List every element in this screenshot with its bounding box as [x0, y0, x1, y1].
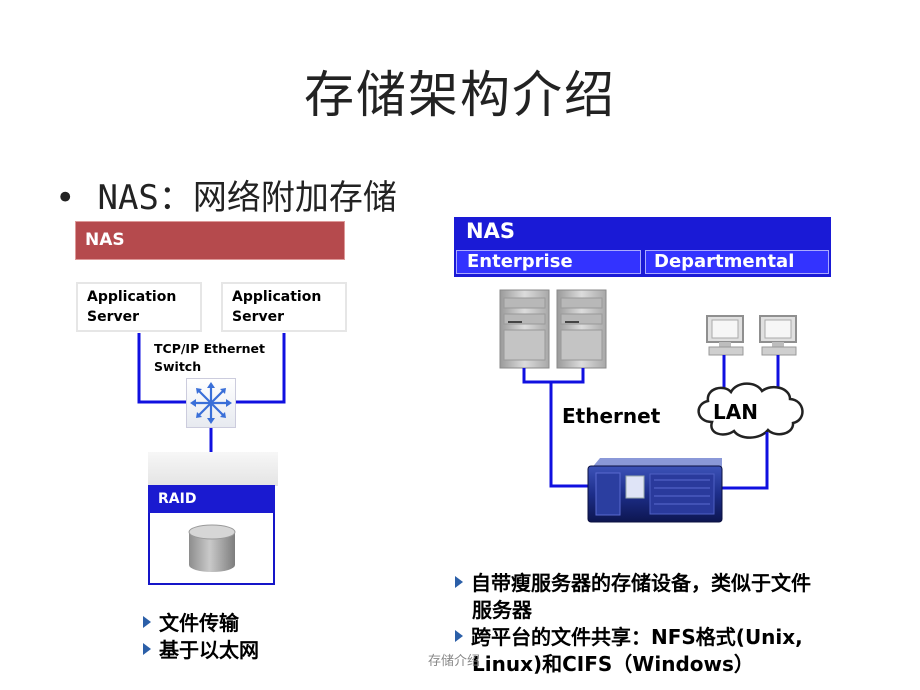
switch-label: TCP/IP Ethernet Switch	[154, 340, 265, 376]
link-server1-switch	[137, 333, 186, 404]
link-lan-nas	[722, 432, 769, 490]
app-server-box-1: Application Server	[76, 282, 202, 332]
footer-text: 存储介绍	[428, 654, 481, 669]
database-disk-icon	[188, 524, 236, 572]
left-bullet-2: 基于以太网	[143, 637, 259, 664]
switch-icon	[186, 378, 236, 428]
lan-cloud-icon	[697, 382, 804, 439]
switch-label-line2: Switch	[154, 359, 202, 374]
right-bullet-1-line2: 服务器	[472, 598, 532, 622]
arrow-bullet-icon	[143, 643, 151, 655]
main-bullet: • NAS：网络附加存储	[55, 170, 397, 219]
tab-departmental: Departmental	[645, 250, 829, 274]
app-server-1-line1: Application	[87, 289, 177, 305]
link-server1-bus	[522, 368, 585, 384]
app-server-2-line2: Server	[232, 309, 285, 325]
right-bullet-2-line1: 跨平台的文件共享：NFS格式(Unix,	[471, 625, 803, 649]
page-title: 存储架构介绍	[304, 66, 616, 124]
right-bullet-2-line2: Linux)和CIFS（Windows）	[472, 652, 754, 676]
app-server-box-2: Application Server	[221, 282, 347, 332]
server-tower-icon	[499, 289, 550, 369]
tab-enterprise: Enterprise	[456, 250, 641, 274]
right-nas-header: NAS	[466, 219, 515, 243]
left-bullet-1-text: 文件传输	[159, 611, 239, 635]
raid-label: RAID	[148, 485, 275, 513]
main-bullet-text: NAS：网络附加存储	[97, 178, 397, 218]
app-server-2-line1: Application	[232, 289, 322, 305]
left-bullet-2-text: 基于以太网	[159, 638, 259, 662]
link-bus-nas	[549, 382, 590, 488]
ethernet-label: Ethernet	[562, 404, 661, 428]
raid-top-shading	[148, 452, 278, 486]
app-server-1-line2: Server	[87, 309, 140, 325]
lan-label: LAN	[713, 400, 758, 424]
link-server2-switch	[236, 333, 286, 404]
arrow-bullet-icon	[143, 616, 151, 628]
bullet-dot-icon: •	[55, 178, 76, 218]
arrow-bullet-icon	[455, 576, 463, 588]
right-bullet-1-line1: 自带瘦服务器的存储设备，类似于文件	[471, 571, 811, 595]
left-bullet-list: 文件传输 基于以太网	[143, 610, 259, 664]
left-bullet-1: 文件传输	[143, 610, 259, 637]
right-bullet-2-cont: Linux)和CIFS（Windows）	[455, 651, 811, 678]
computer-icon	[759, 315, 797, 356]
arrow-bullet-icon	[455, 630, 463, 642]
right-bullet-2: 跨平台的文件共享：NFS格式(Unix,	[455, 624, 811, 651]
right-bullet-1: 自带瘦服务器的存储设备，类似于文件	[455, 570, 811, 597]
switch-label-line1: TCP/IP Ethernet	[154, 341, 265, 356]
nas-appliance-icon	[587, 458, 723, 523]
left-nas-header: NAS	[76, 222, 344, 259]
right-bullet-1-cont: 服务器	[455, 597, 811, 624]
right-bullet-list: 自带瘦服务器的存储设备，类似于文件 服务器 跨平台的文件共享：NFS格式(Uni…	[455, 570, 811, 678]
computer-icon	[706, 315, 744, 356]
server-tower-icon	[556, 289, 607, 369]
